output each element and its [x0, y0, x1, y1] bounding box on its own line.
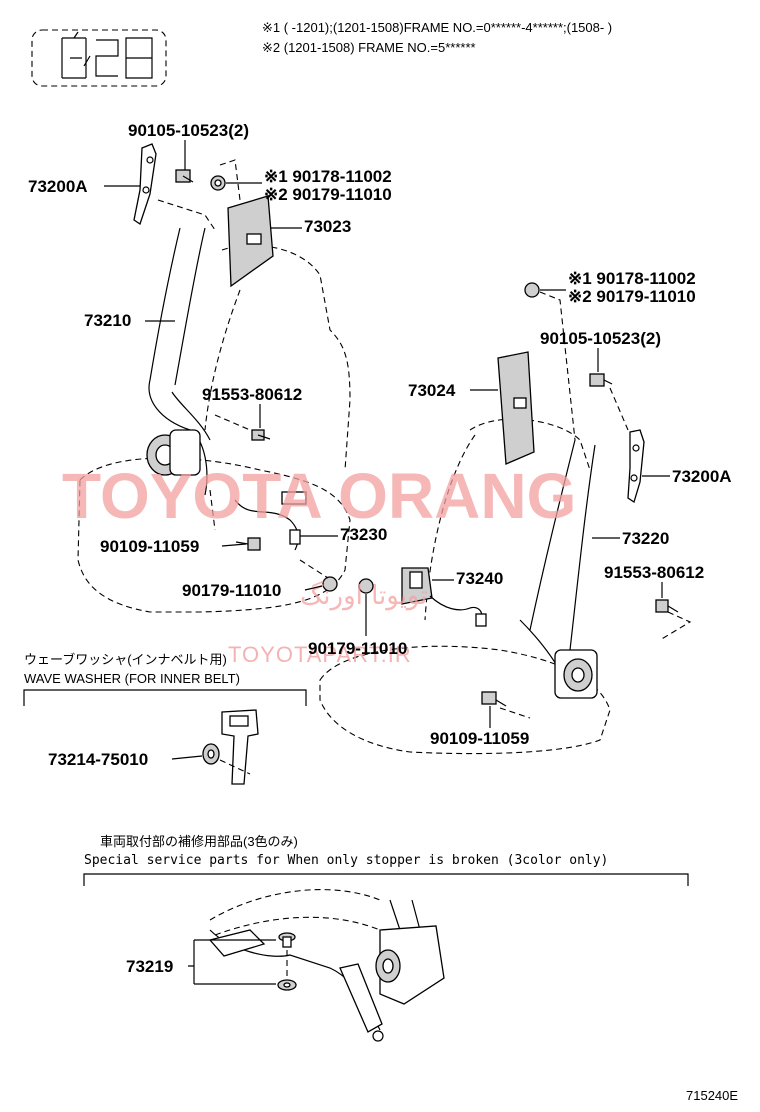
- label-right-nut-2: ※2 90179-11010: [568, 287, 696, 306]
- watermark-site: TOYOTAPART.IR: [228, 642, 412, 667]
- label-right-nut-1: ※1 90178-11002: [568, 269, 696, 288]
- label-washer: 73214-75010: [48, 750, 148, 769]
- label-right-bolt-b: 90109-11059: [430, 729, 529, 748]
- label-inner-nut: 90179-11010: [308, 639, 407, 658]
- label-left-belt: 73210: [84, 311, 131, 330]
- service-parts-section: 車両取付部の補修用部品(3色のみ) Special service parts …: [83, 834, 689, 1042]
- label-inner-buckle: 73240: [456, 569, 503, 588]
- label-left-bolt-a: 91553-80612: [202, 385, 302, 404]
- left-nut-icon: [210, 175, 226, 191]
- label-left-bolt-b: 90109-11059: [100, 537, 199, 556]
- part-labels: 90105-10523(2) 73200A ※1 90178-11002 ※2 …: [28, 121, 732, 748]
- label-left-cover: 73023: [304, 217, 351, 236]
- service-parts-title-jp: 車両取付部の補修用部品(3色のみ): [100, 834, 298, 849]
- right-nut-icon: [524, 282, 540, 298]
- right-bolt-a-icon: [655, 599, 679, 613]
- wave-washer-section: ウェーブワッシャ(インナベルト用) WAVE WASHER (FOR INNER…: [23, 652, 307, 785]
- right-anchor-bolt-icon: [589, 373, 613, 387]
- frame-note-2: ※2 (1201-1508) FRAME NO.=5******: [262, 40, 476, 55]
- wave-washer-title-en: WAVE WASHER (FOR INNER BELT): [24, 671, 240, 686]
- left-nut-c-icon: [322, 576, 338, 592]
- label-right-belt: 73220: [622, 529, 669, 548]
- right-bolt-b-icon: [481, 691, 507, 707]
- inner-nut-icon: [358, 578, 374, 594]
- stopper-bottom-icon: [277, 979, 297, 991]
- label-left-nut-c: 90179-11010: [182, 581, 281, 600]
- washer-icon: [202, 743, 220, 765]
- service-parts-title-en: Special service parts for When only stop…: [84, 853, 608, 868]
- label-right-bolt-a: 91553-80612: [604, 563, 704, 582]
- label-left-retractor: 73200A: [28, 177, 88, 196]
- wave-washer-title-jp: ウェーブワッシャ(インナベルト用): [24, 652, 227, 667]
- frame-note-1: ※1 ( -1201);(1201-1508)FRAME NO.=0******…: [262, 20, 612, 35]
- watermark-persian: تویوتا اورنگ: [300, 580, 428, 611]
- label-left-connector: 73230: [340, 525, 387, 544]
- label-left-nut-1: ※1 90178-11002: [264, 167, 392, 186]
- right-seat-drawing: [319, 282, 692, 755]
- label-right-cover: 73024: [408, 381, 456, 400]
- left-seat-drawing: [77, 143, 351, 613]
- left-anchor-bolt-icon: [175, 169, 194, 183]
- stopper-top-icon: [278, 932, 296, 948]
- figure-code: 715240E: [686, 1088, 738, 1103]
- label-stopper: 73219: [126, 957, 173, 976]
- left-bolt-b-icon: [235, 537, 261, 551]
- vehicle-badge-icon: [31, 29, 167, 87]
- label-left-anchor-bolt: 90105-10523(2): [128, 121, 249, 140]
- label-left-nut-2: ※2 90179-11010: [264, 185, 392, 204]
- watermark-brand: TOYOTA ORANG: [62, 460, 576, 532]
- label-right-anchor-bolt: 90105-10523(2): [540, 329, 661, 348]
- label-right-retractor: 73200A: [672, 467, 732, 486]
- left-bolt-a-icon: [251, 429, 271, 441]
